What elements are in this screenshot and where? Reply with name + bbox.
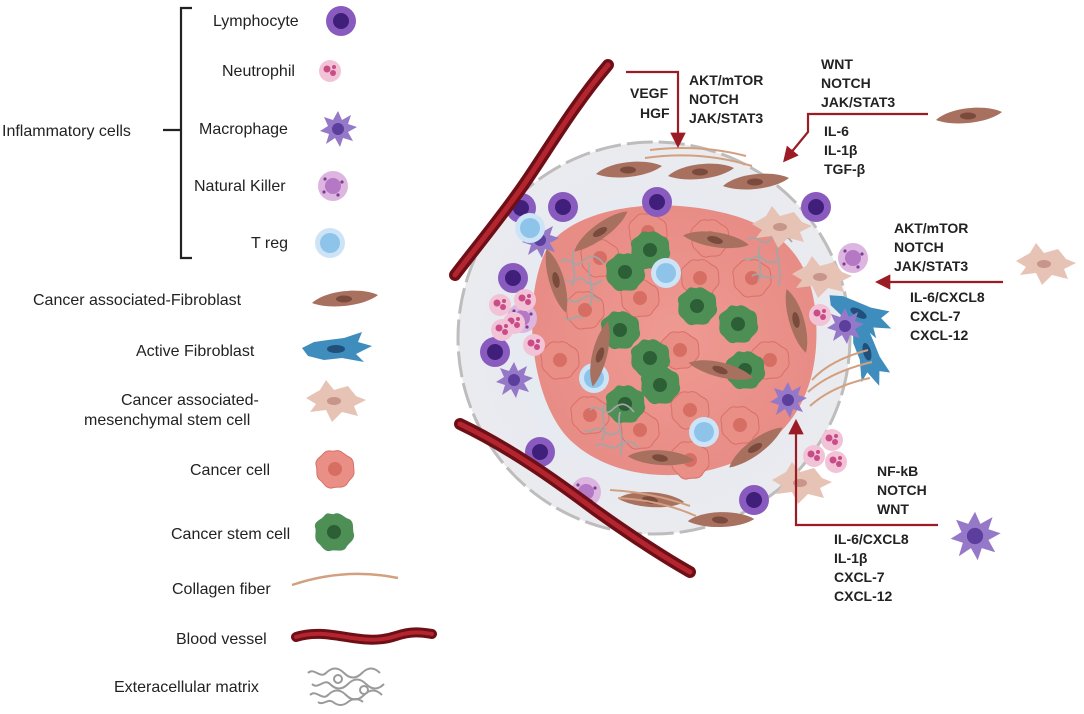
fibroblast-pathway-1: WNT	[821, 56, 853, 72]
legend-cancer-stem-cell-label: Cancer stem cell	[171, 526, 290, 543]
macrophage-pathway-2: NOTCH	[877, 482, 927, 498]
macrophage-factor-4: CXCL-12	[834, 588, 893, 604]
collagen-fiber-icon	[291, 572, 399, 587]
natural-killer-icon	[318, 171, 348, 201]
legend-treg-label: T reg	[251, 235, 288, 252]
legend-msc-label-line2: mesenchymal stem cell	[84, 412, 250, 429]
macrophage-factor-2: IL-1β	[834, 550, 868, 566]
vessel-pathway-1: AKT/mTOR	[689, 72, 763, 88]
legend-caf-label: Cancer associated-Fibroblast	[33, 292, 242, 309]
external-msc-icon	[1016, 243, 1076, 285]
msc-pathway-3: JAK/STAT3	[894, 258, 968, 274]
macrophage-pathway-3: WNT	[877, 501, 909, 517]
vessel-pathway-3: JAK/STAT3	[689, 110, 763, 126]
cancer-cell-icon	[315, 450, 355, 489]
legend-blood-vessel-label: Blood vessel	[176, 631, 267, 648]
legend-cancer-cell-label: Cancer cell	[190, 462, 270, 479]
msc-factor-3: CXCL-12	[910, 327, 969, 343]
inflammatory-cells-label: Inflammatory cells	[2, 123, 131, 140]
legend-natural-killer-label: Natural Killer	[194, 178, 286, 195]
neutrophil-icon	[319, 60, 341, 82]
macrophage-factor-3: CXCL-7	[834, 569, 885, 585]
mesenchymal-stem-cell-icon	[306, 380, 366, 422]
external-fibroblast-icon	[936, 107, 1002, 124]
macrophage-factor-1: IL-6/CXCL8	[834, 531, 909, 547]
macrophage-icon	[320, 111, 357, 147]
signal-labels: VEGF HGF AKT/mTOR NOTCH JAK/STAT3 WNT NO…	[630, 56, 985, 604]
cancer-associated-fibroblast-icon	[312, 290, 378, 307]
collagen-in-tumor	[609, 147, 873, 517]
macrophage-pathway-1: NF-kB	[877, 463, 918, 479]
signal-arrows	[626, 70, 1003, 527]
legend-neutrophil-label: Neutrophil	[222, 63, 295, 80]
fibroblast-factor-2: IL-1β	[824, 142, 858, 158]
arrow-macrophage	[788, 418, 938, 527]
ecm-clusters	[557, 233, 793, 457]
legend-lymphocyte-label: Lymphocyte	[213, 13, 299, 30]
legend-macrophage-label: Macrophage	[199, 121, 288, 138]
treg-icon	[315, 228, 345, 258]
arrow-vessel	[626, 70, 686, 149]
arrow-fibroblast	[783, 112, 928, 163]
fibroblast-pathway-3: JAK/STAT3	[821, 94, 895, 110]
msc-pathway-1: AKT/mTOR	[894, 220, 968, 236]
vessel-factor-1: VEGF	[630, 85, 669, 101]
fibroblast-pathway-2: NOTCH	[821, 75, 871, 91]
vessel-pathway-2: NOTCH	[689, 91, 739, 107]
msc-pathway-2: NOTCH	[894, 239, 944, 255]
tumor	[456, 140, 899, 536]
legend: Inflammatory cells Lymphocyte Neutrophil…	[2, 6, 437, 706]
legend-ecm-label: Exteracellular matrix	[114, 679, 259, 696]
vessel-factor-2: HGF	[640, 105, 670, 121]
cancer-stem-cell-icon	[314, 513, 355, 552]
extracellular-matrix-icon	[307, 667, 385, 706]
fibroblast-factor-1: IL-6	[824, 123, 849, 139]
external-macrophage-icon	[950, 511, 1001, 561]
blood-vessels	[449, 59, 696, 578]
fibroblast-factor-3: TGF-β	[824, 161, 866, 177]
legend-msc-label-line1: Cancer associated-	[121, 392, 259, 409]
msc-factor-2: CXCL-7	[910, 308, 961, 324]
inflammatory-bracket	[179, 6, 192, 260]
active-fibroblast-icon	[302, 332, 372, 362]
legend-collagen-label: Collagen fiber	[172, 581, 271, 598]
legend-active-fibroblast-label: Active Fibroblast	[136, 343, 255, 360]
msc-factor-1: IL-6/CXCL8	[910, 289, 985, 305]
lymphocyte-icon	[326, 6, 356, 36]
